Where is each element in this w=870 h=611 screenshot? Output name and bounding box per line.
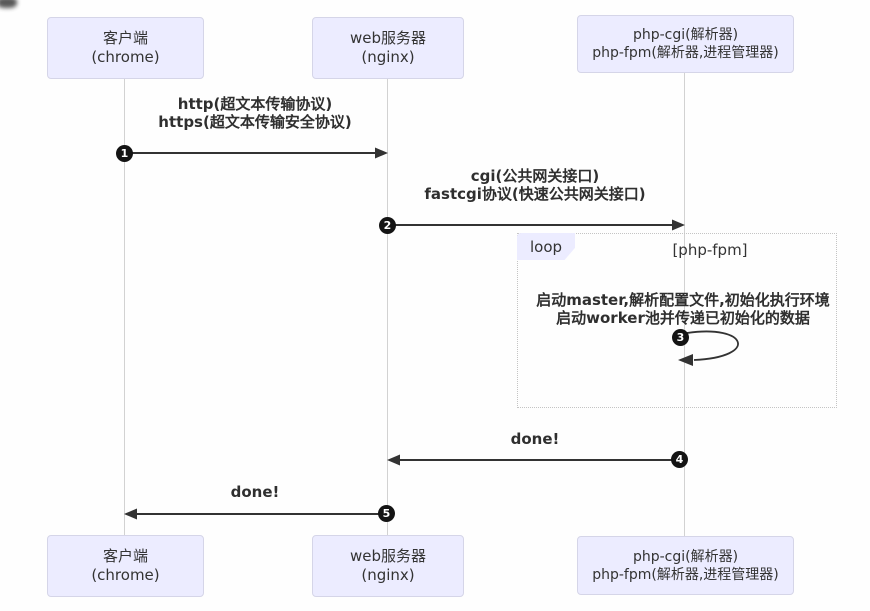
message-3-line2: 启动worker池并传递已初始化的数据 [556,309,810,327]
sequence-number-3: 3 [672,329,689,346]
message-1-line2: https(超文本传输安全协议) [158,113,352,131]
actor-phpfpm-bottom: php-cgi(解析器) php-fpm(解析器,进程管理器) [577,536,794,595]
arrow-3-head [678,354,693,366]
arrow-5-head [124,508,137,520]
actor-phpfpm-name: php-cgi(解析器) [632,27,739,43]
actor-client-top: 客户端 (chrome) [47,17,204,79]
message-1-text: http(超文本传输协议) https(超文本传输安全协议) [105,95,405,131]
message-2-text: cgi(公共网关接口) fastcgi协议(快速公共网关接口) [385,167,685,203]
actor-nginx-name: web服务器 [349,29,427,47]
sequence-number-5: 5 [378,505,395,522]
actor-nginx-name: web服务器 [349,547,427,565]
actor-nginx-sub: (nginx) [361,566,415,584]
message-2-line2: fastcgi协议(快速公共网关接口) [424,185,646,203]
message-3-line1: 启动master,解析配置文件,初始化执行环境 [536,291,830,309]
loop-condition: [php-fpm] [672,241,748,259]
actor-nginx-bottom: web服务器 (nginx) [312,535,464,597]
actor-client-name: 客户端 [102,29,148,47]
actor-client-bottom: 客户端 (chrome) [47,535,204,597]
message-4-text: done! [385,430,685,448]
message-5-line1: done! [230,483,280,501]
actor-client-name: 客户端 [102,547,148,565]
message-4-line1: done! [510,430,560,448]
actor-nginx-sub: (nginx) [361,48,415,66]
actor-phpfpm-sub: php-fpm(解析器,进程管理器) [592,566,779,583]
message-1-line1: http(超文本传输协议) [177,95,333,113]
actor-phpfpm-name: php-cgi(解析器) [632,548,739,565]
loop-label: loop [529,237,563,256]
message-3-text: 启动master,解析配置文件,初始化执行环境 启动worker池并传递已初始化… [518,291,848,327]
loop-label-badge: loop [517,233,575,260]
sequence-number-4: 4 [671,451,688,468]
actor-client-sub: (chrome) [91,48,160,66]
arrow-2-head [672,219,685,231]
screenshot-corner-artifact [0,0,17,8]
actor-client-sub: (chrome) [91,566,160,584]
message-5-text: done! [105,483,405,501]
arrow-3-selfloop [686,330,739,361]
arrow-1-head [375,147,388,159]
sequence-number-2: 2 [379,217,396,234]
loop-frame [517,233,837,408]
actor-nginx-top: web服务器 (nginx) [312,17,464,79]
actor-phpfpm-top: php-cgi(解析器) php-fpm(解析器,进程管理器) [577,15,794,73]
arrow-4-head [387,454,400,466]
actor-phpfpm-sub: php-fpm(解析器,进程管理器) [592,45,779,61]
sequence-number-1: 1 [116,145,133,162]
message-2-line1: cgi(公共网关接口) [470,167,600,185]
